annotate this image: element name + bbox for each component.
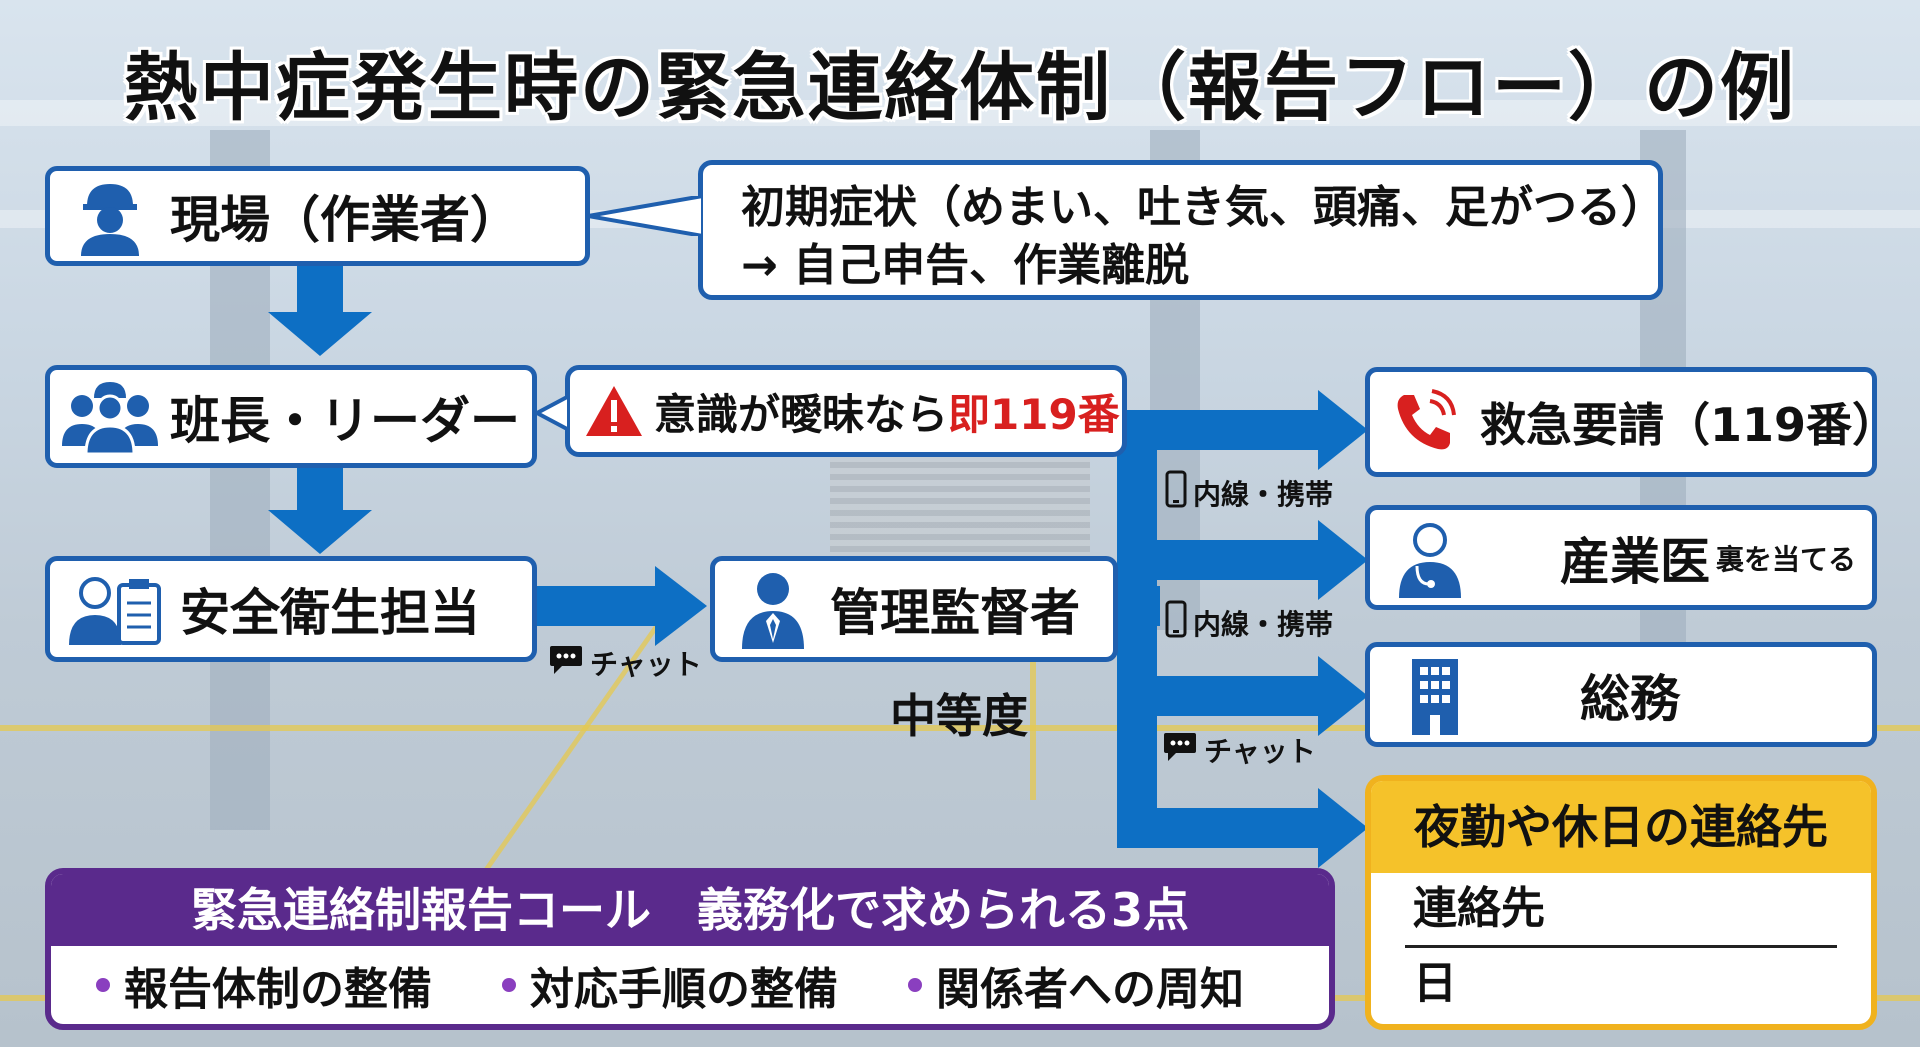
node-doctor: 産業医 裏を当てる [1365, 505, 1877, 610]
legal-requirements-panel: 緊急連絡制報告コール 義務化で求められる3点 報告体制の整備 対応手順の整備 関… [45, 868, 1335, 1030]
node-doctor-note: 裏を当てる [1716, 542, 1857, 576]
channel-chat-right: チャット [1162, 730, 1316, 770]
channel-chat-right-label: チャット [1204, 735, 1316, 768]
node-site-label: 現場（作業者） [170, 191, 520, 249]
arrow-leader-to-safety [297, 468, 343, 514]
team-group-icon [50, 380, 170, 454]
arrowhead-night [1318, 788, 1368, 868]
legal-item: 関係者への周知 [908, 953, 1244, 1017]
page-title: 熱中症発生時の緊急連絡体制（報告フロー）の例 [124, 45, 1796, 131]
arrowhead-site-to-leader [268, 312, 372, 356]
building-icon [1370, 655, 1500, 735]
arrowhead-safety-to-manager [655, 566, 707, 646]
alert-box: 意識が曖昧なら即119番 [565, 365, 1127, 457]
mobile-phone-icon [1165, 470, 1187, 515]
chat-bubble-icon [1162, 731, 1198, 770]
arrowhead-ambulance [1318, 390, 1368, 470]
manager-suit-icon [715, 569, 830, 649]
node-ambulance: 救急要請（119番） [1365, 367, 1898, 477]
bullet-dot-icon [502, 978, 516, 992]
node-general-label: 総務 [1580, 669, 1680, 728]
alert-text: 意識が曖昧なら [654, 389, 949, 439]
arrowhead-leader-to-safety [268, 510, 372, 554]
mobile-phone-icon [1165, 600, 1187, 645]
night-contact-row-2: 日 [1413, 958, 1457, 1009]
arrow-branch-doctor [1117, 540, 1322, 580]
arrowhead-doctor [1318, 520, 1368, 600]
node-safety-label: 安全衛生担当 [180, 584, 480, 642]
symptom-line2: → 自己申告、作業離脱 [741, 240, 1190, 291]
arrow-site-to-leader [297, 265, 343, 315]
node-leader-label: 班長・リーダー [170, 391, 520, 450]
node-general: 総務 [1365, 642, 1877, 747]
doctor-icon [1370, 518, 1490, 598]
night-contact-panel: 夜勤や休日の連絡先 連絡先 日 [1365, 775, 1877, 1030]
channel-chat-left: チャット [548, 643, 702, 683]
chat-bubble-icon [548, 644, 584, 683]
symptom-note: 初期症状（めまい、吐き気、頭痛、足がつる） → 自己申告、作業離脱 [698, 160, 1665, 300]
arrow-branch-general [1117, 676, 1322, 716]
arrowhead-general [1318, 656, 1368, 736]
phone-ringing-icon [1370, 387, 1480, 457]
bullet-dot-icon [96, 978, 110, 992]
legal-item-label: 報告体制の整備 [124, 964, 432, 1015]
channel-chat-left-label: チャット [590, 648, 702, 681]
channel-phone-2-label: 内線・携帯 [1193, 607, 1334, 641]
night-contact-header: 夜勤や休日の連絡先 [1371, 781, 1871, 873]
node-leader: 班長・リーダー [45, 365, 537, 468]
arrow-branch-ambulance [1117, 410, 1322, 450]
arrow-trunk-vertical [1117, 410, 1157, 848]
alert-pointer [537, 396, 569, 430]
node-manager: 管理監督者 [710, 556, 1118, 662]
node-ambulance-label: 救急要請（119番） [1480, 398, 1899, 452]
night-contact-divider [1405, 945, 1837, 948]
channel-phone-2: 内線・携帯 [1165, 600, 1333, 645]
legal-item: 報告体制の整備 [96, 953, 432, 1017]
legal-header: 緊急連絡制報告コール 義務化で求められる3点 [51, 874, 1329, 946]
alert-emphasis: 即119番 [948, 389, 1120, 439]
legal-item-label: 関係者への周知 [936, 964, 1244, 1015]
arrow-branch-night [1117, 808, 1322, 848]
symptom-line1: 初期症状（めまい、吐き気、頭痛、足がつる） [741, 182, 1665, 233]
symptom-pointer [588, 196, 703, 236]
legal-item-label: 対応手順の整備 [530, 964, 838, 1015]
channel-phone-1: 内線・携帯 [1165, 470, 1333, 515]
channel-phone-1-label: 内線・携帯 [1193, 477, 1334, 511]
person-clipboard-icon [50, 571, 180, 647]
node-manager-label: 管理監督者 [830, 584, 1080, 642]
arrow-safety-to-manager [535, 586, 660, 626]
warning-triangle-icon [584, 384, 644, 438]
bullet-dot-icon [908, 978, 922, 992]
legal-item: 対応手順の整備 [502, 953, 838, 1017]
arrow-manager-to-trunk [1115, 586, 1160, 626]
legal-items: 報告体制の整備 対応手順の整備 関係者への周知 [51, 946, 1329, 1024]
node-doctor-label: 産業医 [1560, 532, 1710, 591]
night-contact-row-1: 連絡先 [1413, 883, 1545, 934]
worker-helmet-icon [50, 176, 170, 256]
node-safety: 安全衛生担当 [45, 556, 537, 662]
severity-label: 中等度 [890, 689, 1028, 743]
node-site: 現場（作業者） [45, 166, 590, 266]
